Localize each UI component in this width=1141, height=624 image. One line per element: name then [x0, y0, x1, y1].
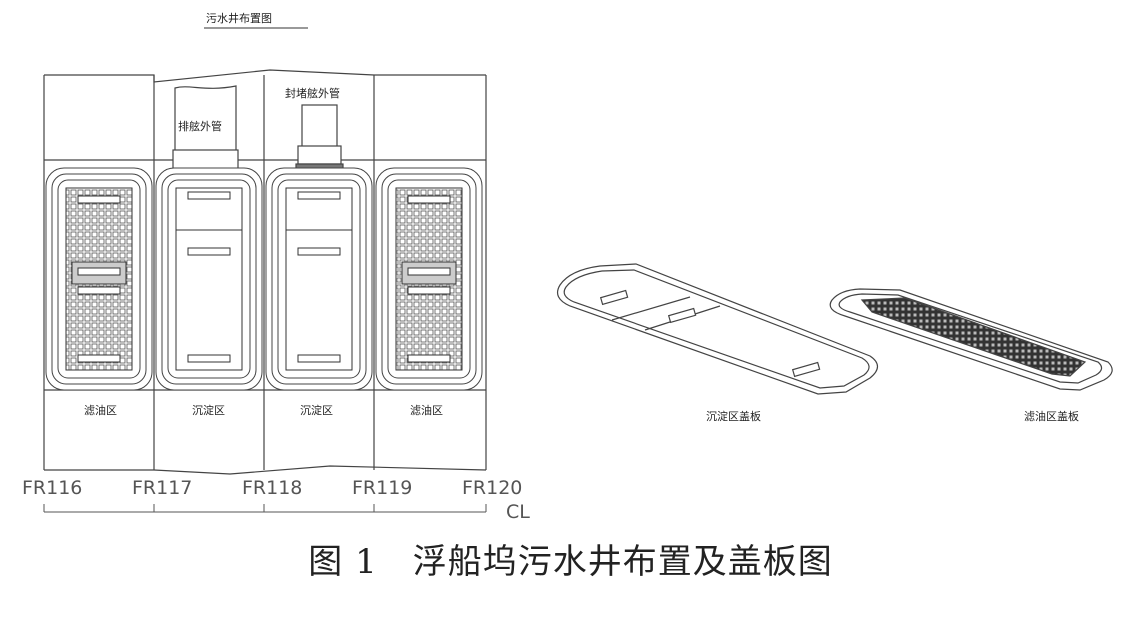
- frame-label-fr117: FR117: [132, 477, 192, 499]
- pipe-label-sealed: 封堵舷外管: [285, 86, 340, 100]
- sealed-outboard-pipe: [295, 104, 344, 177]
- frame-label-fr120: FR120: [462, 477, 522, 499]
- well-oil-filter-left: [45, 167, 153, 391]
- well-oil-filter-right: [375, 167, 483, 391]
- plan-title: 污水井布置图: [206, 11, 272, 25]
- zone-label-2: 沉淀区: [192, 403, 225, 417]
- oil-filter-cover-plate: [829, 288, 1113, 391]
- frame-label-fr118: FR118: [242, 477, 302, 499]
- zone-label-3: 沉淀区: [300, 403, 333, 417]
- pipe-label-drain: 排舷外管: [178, 119, 222, 133]
- frame-spacing-bracket: [43, 504, 487, 513]
- plan-view: [43, 69, 487, 475]
- frame-label-fr116: FR116: [22, 477, 82, 499]
- centerline-label: CL: [506, 501, 530, 523]
- settling-cover-plate: [557, 263, 879, 395]
- figure-caption: 图 1 浮船坞污水井布置及盖板图: [308, 542, 833, 582]
- zone-label-4: 滤油区: [410, 403, 443, 417]
- frame-label-fr119: FR119: [352, 477, 412, 499]
- settling-cover-label: 沉淀区盖板: [706, 409, 761, 423]
- well-settling-left: [155, 167, 263, 391]
- oil-filter-cover-label: 滤油区盖板: [1024, 409, 1079, 423]
- zone-label-1: 滤油区: [84, 403, 117, 417]
- well-settling-right: [265, 167, 373, 391]
